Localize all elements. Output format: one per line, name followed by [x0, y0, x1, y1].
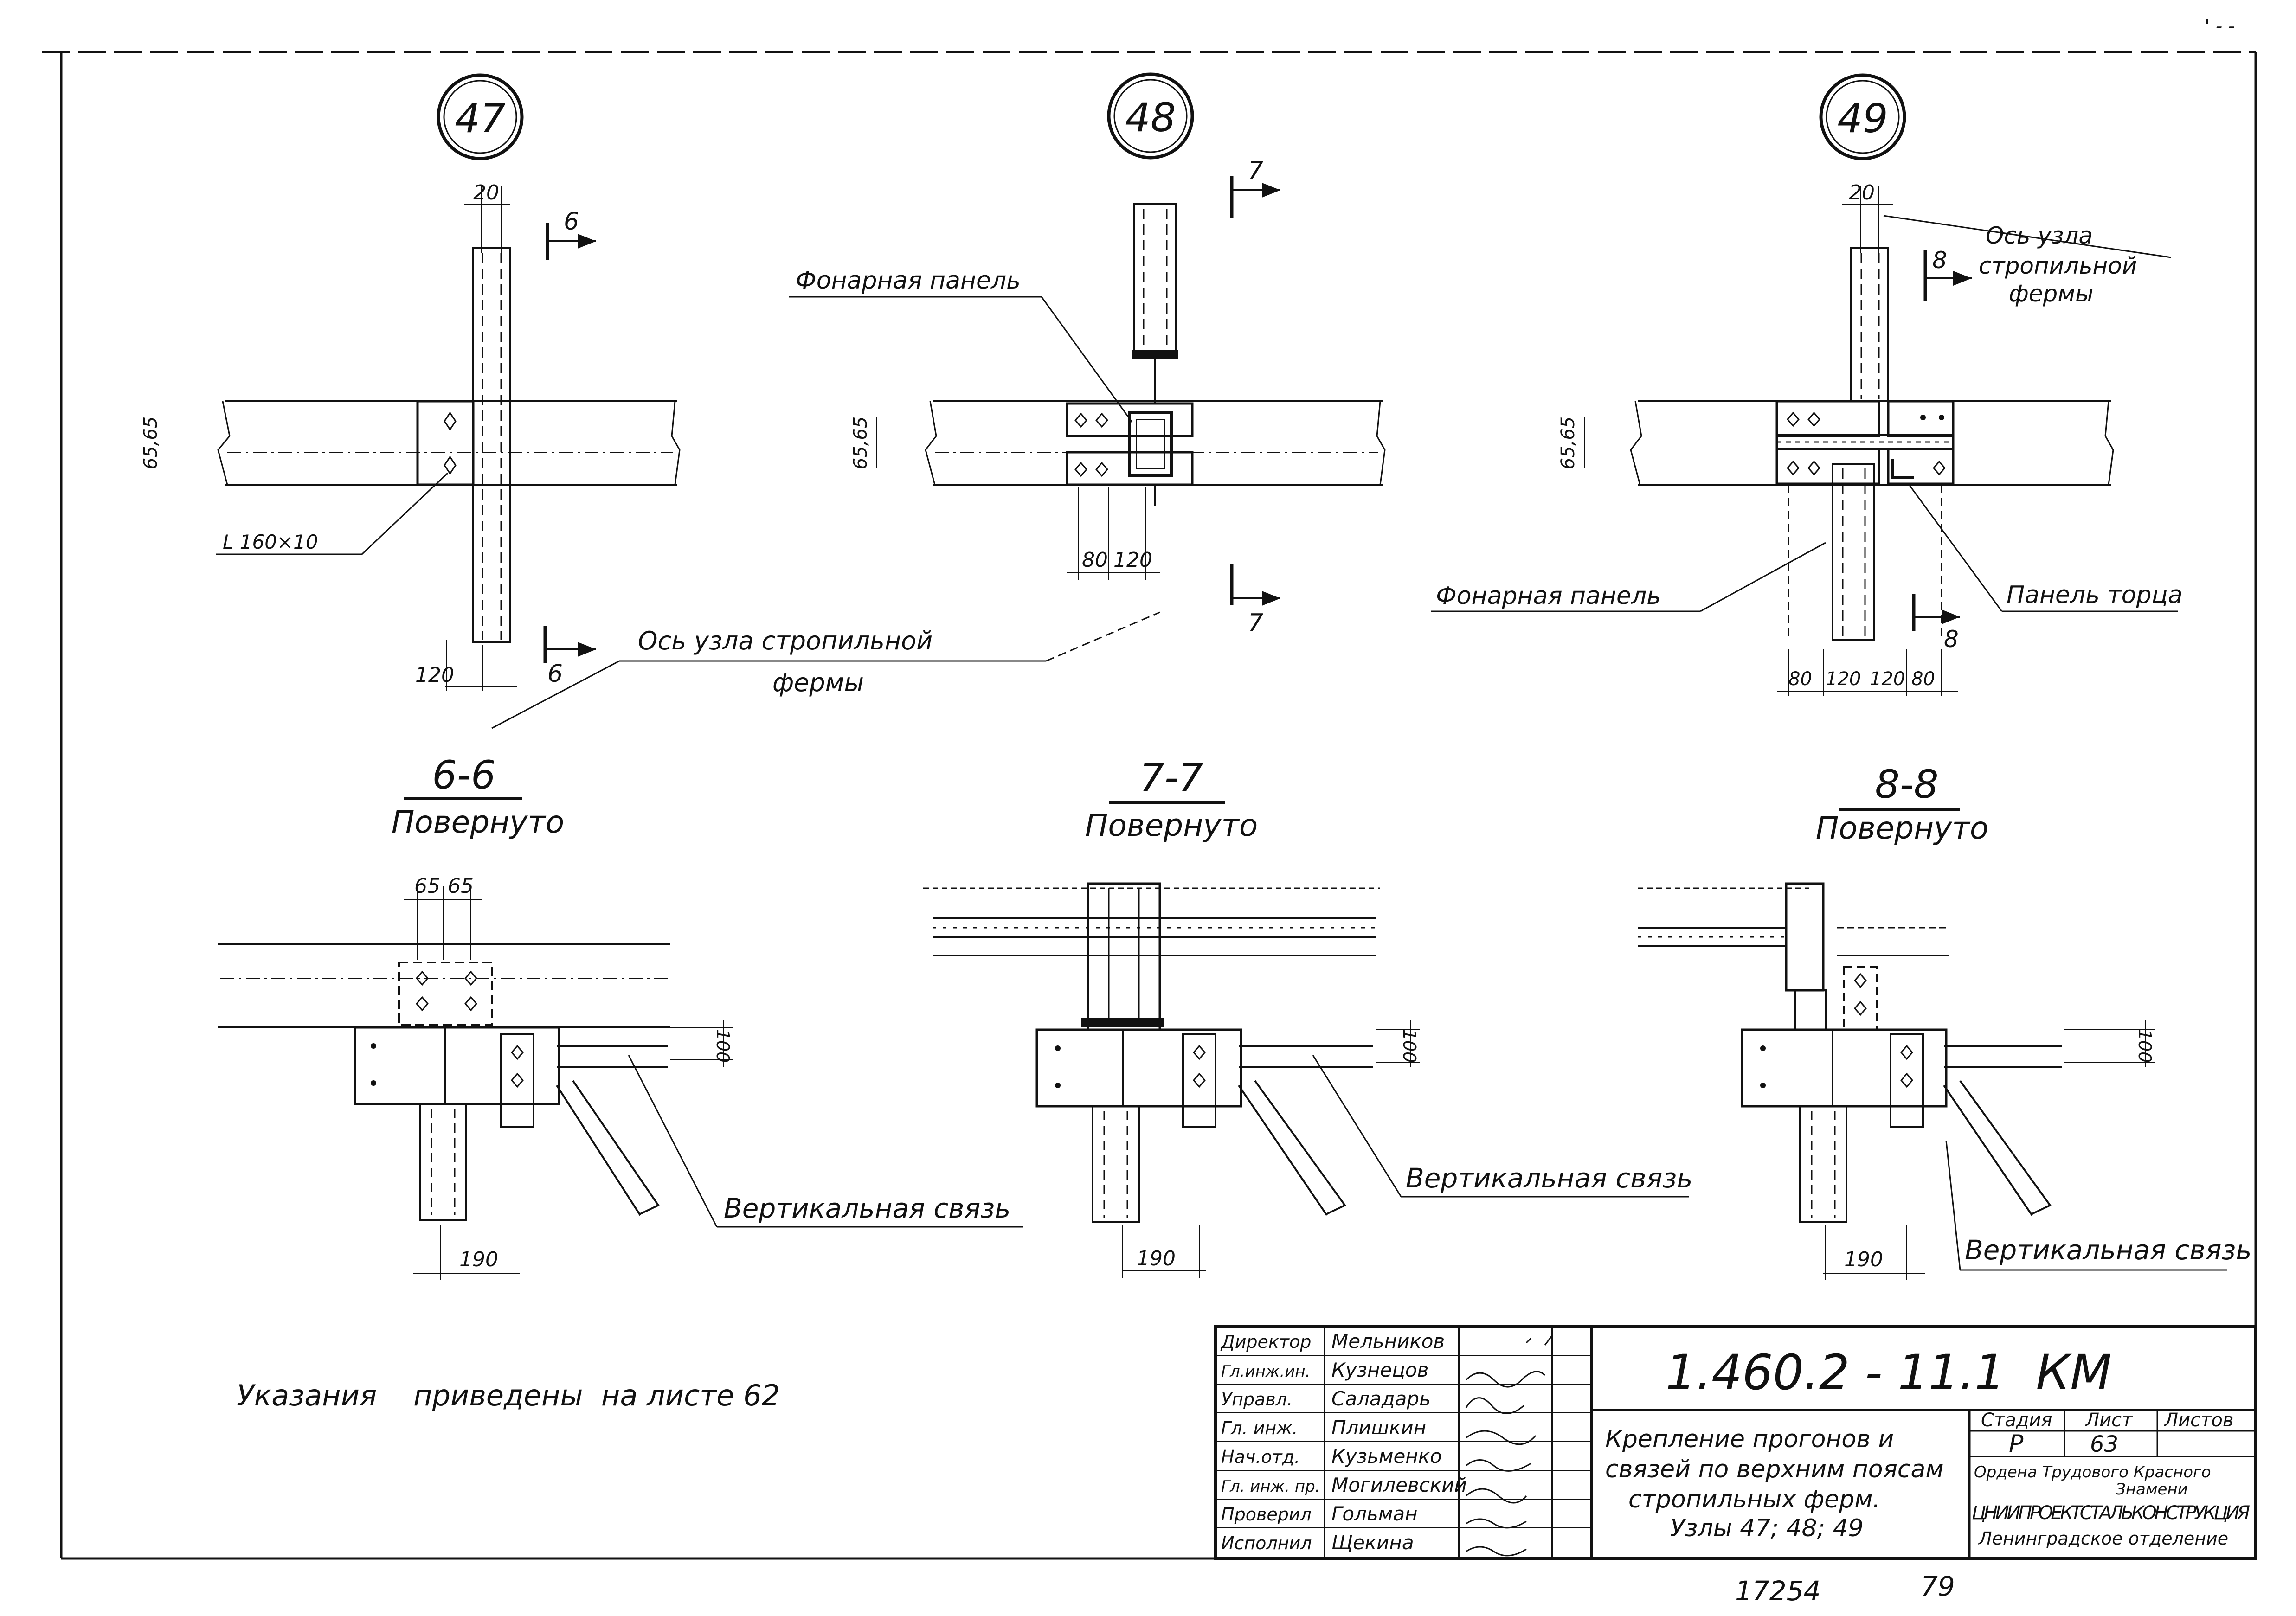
page-number: 79	[1921, 1571, 1955, 1602]
section-6-6-subtitle: Повернуто	[392, 804, 564, 840]
sheets-header: Листов	[2163, 1410, 2233, 1431]
stage-value: Р	[2009, 1430, 2024, 1458]
staff-role: Проверил	[1221, 1504, 1312, 1525]
node-49-dim-side: 65,65	[1557, 417, 1579, 470]
staff-role: Исполнил	[1221, 1533, 1312, 1553]
node-47-angle-label: L 160×10	[223, 531, 318, 553]
node-47-axis-note-2: фермы	[772, 668, 864, 697]
node-49-axis-note-2: стропильной	[1979, 252, 2137, 279]
svg-text:' - -: ' - -	[2205, 16, 2235, 37]
node-48-drawing: 48 65,65 80 120 Фонарная панель	[789, 72, 1386, 637]
node-49-dim-bottom-4: 80	[1911, 668, 1935, 690]
node-48-dim-bottom-a: 80	[1082, 548, 1108, 572]
sheet-header: Лист	[2084, 1410, 2133, 1431]
drawing-code: 1.460.2 - 11.1 КМ	[1666, 1344, 2112, 1401]
staff-name: Саладарь	[1331, 1387, 1431, 1410]
node-47-section-mark-bottom: 6	[547, 660, 563, 688]
section-6-6-brace-label: Вертикальная связь	[724, 1193, 1010, 1224]
section-8-8-brace-label: Вертикальная связь	[1965, 1234, 2251, 1266]
stage-header: Стадия	[1981, 1410, 2052, 1431]
staff-name: Могилевский	[1331, 1474, 1467, 1496]
drawing-description-1: Крепление прогонов и	[1605, 1425, 1894, 1453]
staff-role: Управл.	[1221, 1389, 1293, 1410]
node-49-dim-bottom-2: 120	[1826, 668, 1861, 690]
section-6-6-dim-top-b: 65	[448, 874, 474, 898]
staff-role: Нач.отд.	[1221, 1447, 1300, 1467]
node-49-dim-top: 20	[1849, 181, 1875, 205]
section-8-8-dim-bottom: 190	[1844, 1248, 1883, 1271]
org-line-3: ЦНИИПРОЕКТСТАЛЬКОНСТРУКЦИЯ	[1972, 1502, 2250, 1524]
section-6-6-drawing: 6-6 Повернуто 65 65	[218, 752, 1023, 1280]
section-8-8-drawing: 8-8 Повернуто 100	[1638, 762, 2251, 1280]
sheet-value: 63	[2090, 1431, 2118, 1457]
staff-role: Гл. инж. пр.	[1221, 1477, 1320, 1496]
drawing-description-3: стропильных ферм.	[1628, 1486, 1880, 1513]
section-7-7-dim-bottom: 190	[1137, 1247, 1176, 1270]
org-line-1: Ордена Трудового Красного	[1974, 1463, 2211, 1481]
org-line-4: Ленинградское отделение	[1978, 1528, 2228, 1549]
section-6-6-dim-bottom: 190	[459, 1248, 498, 1271]
node-49-dim-bottom-3: 120	[1870, 668, 1905, 690]
node-49-drawing: 49 20 65,65	[1431, 73, 2183, 696]
node-49-end-panel-label: Панель торца	[2007, 581, 2183, 609]
general-note: Указания приведены на листе 62	[237, 1379, 780, 1412]
inventory-number: 17254	[1735, 1575, 1821, 1607]
node-49-axis-note-1: Ось узла	[1986, 222, 2093, 249]
staff-role: Гл.инж.ин.	[1221, 1362, 1310, 1381]
node-47-dim-top: 20	[473, 181, 499, 205]
node-48-label: 48	[1125, 95, 1176, 141]
drawing-description-2: связей по верхним поясам	[1605, 1456, 1944, 1483]
section-7-7-brace-label: Вертикальная связь	[1406, 1162, 1692, 1194]
staff-name: Кузнецов	[1331, 1359, 1428, 1381]
staff-role: Директор	[1220, 1332, 1311, 1352]
section-7-7-title: 7-7	[1139, 755, 1203, 800]
staff-role: Гл. инж.	[1221, 1418, 1298, 1438]
drawing-description-4: Узлы 47; 48; 49	[1670, 1514, 1864, 1542]
staff-name: Гольман	[1331, 1502, 1418, 1525]
node-48-panel-label: Фонарная панель	[796, 267, 1021, 295]
node-49-panel-label: Фонарная панель	[1436, 582, 1661, 610]
staff-name: Кузьменко	[1331, 1445, 1442, 1468]
section-7-7-drawing: 7-7 Повернуто 100	[923, 755, 1692, 1278]
node-49-dim-bottom-1: 80	[1788, 668, 1812, 690]
section-8-8-title: 8-8	[1875, 762, 1938, 807]
node-47-dim-bottom: 120	[415, 663, 454, 687]
section-8-8-subtitle: Повернуто	[1816, 810, 1988, 846]
node-49-label: 49	[1837, 96, 1888, 142]
staff-name: Плишкин	[1331, 1416, 1426, 1439]
title-block-staff: Директор Мельников Гл.инж.ин. Кузнецов У…	[1220, 1330, 1467, 1554]
staff-name: Мельников	[1331, 1330, 1445, 1353]
node-48-dim-bottom-b: 120	[1113, 548, 1152, 572]
node-47-drawing: 47 20 120 65,65 L 160×10 6	[140, 73, 1160, 729]
node-48-dim-side: 65,65	[850, 417, 871, 470]
node-49-axis-note-3: фермы	[2009, 280, 2093, 307]
node-48-section-mark-top: 7	[1248, 157, 1263, 185]
section-8-8-dim-side: 100	[2135, 1029, 2155, 1063]
node-47-dim-side: 65,65	[140, 417, 161, 470]
node-49-section-mark-bottom: 8	[1944, 626, 1959, 653]
section-6-6-title: 6-6	[432, 752, 495, 798]
section-7-7-subtitle: Повернуто	[1085, 808, 1258, 843]
section-6-6-dim-side: 100	[713, 1029, 733, 1063]
node-48-section-mark-bottom: 7	[1248, 609, 1263, 637]
node-49-section-mark-top: 8	[1932, 247, 1947, 274]
node-47-label: 47	[455, 96, 505, 142]
node-47-axis-note-1: Ось узла стропильной	[638, 626, 933, 655]
staff-name: Щекина	[1331, 1531, 1414, 1554]
title-block	[1214, 1325, 2257, 1560]
node-47-section-mark-top: 6	[564, 208, 579, 236]
section-6-6-dim-top-a: 65	[414, 874, 440, 898]
title-block-text: 1.460.2 - 11.1 КМ Крепление прогонов и с…	[1605, 1344, 2250, 1549]
org-line-2: Знамени	[2116, 1480, 2188, 1499]
section-7-7-dim-side: 100	[1399, 1029, 1420, 1063]
